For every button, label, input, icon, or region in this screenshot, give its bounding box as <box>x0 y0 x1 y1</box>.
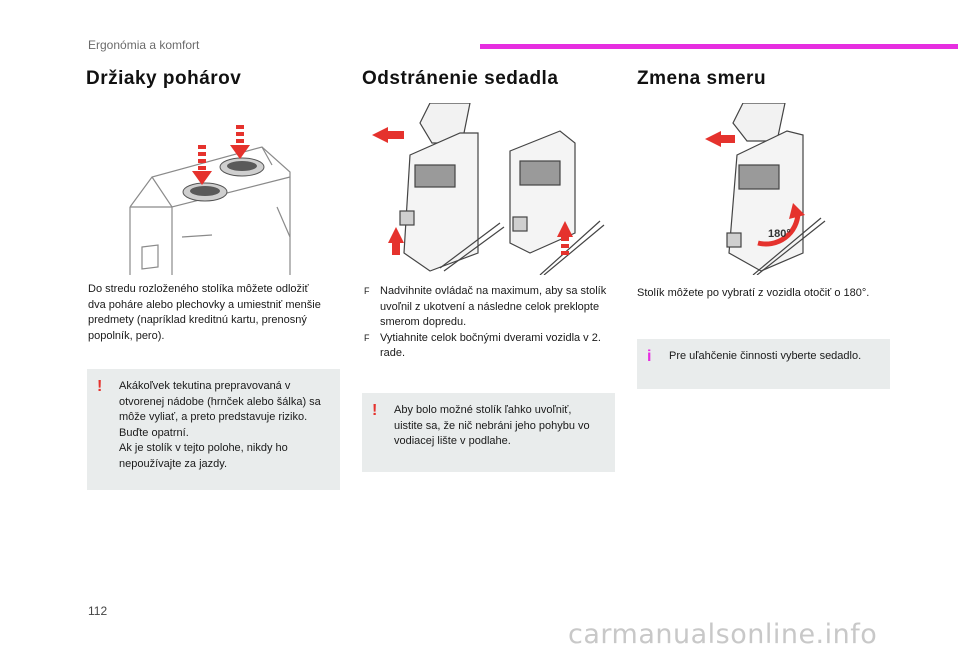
direction-change-text: Stolík môžete po vybratí z vozidla otoči… <box>637 287 870 299</box>
bullet-icon: F <box>364 332 370 343</box>
direction-change-illustration: 180° <box>705 103 826 275</box>
step-item: F Vytiahnite celok bočnými dverami vozidl… <box>362 331 612 362</box>
step-text: Nadvihnite ovládač na maximum, aby sa st… <box>380 285 607 328</box>
cup-holders-warning: ! Akákoľvek tekutina prepravovaná v otvo… <box>87 369 340 490</box>
column-cup-holders: Držiaky pohárov <box>86 68 341 90</box>
section-header-text: Ergonómia a komfort <box>88 38 200 52</box>
section-header-bar <box>480 44 958 49</box>
warning-line: Buďte opatrní. <box>119 426 189 439</box>
seat-removal-title: Odstránenie sedadla <box>362 68 559 89</box>
rotation-label: 180° <box>768 228 791 240</box>
watermark: carmanualsonline.info <box>568 619 878 650</box>
bullet-icon: F <box>364 286 370 296</box>
warning-icon: ! <box>97 378 103 395</box>
warning-text: Aby bolo možné stolík ľahko uvoľniť, uis… <box>394 404 590 447</box>
column-seat-removal: Odstránenie sedadla <box>362 68 617 90</box>
direction-change-title: Zmena smeru <box>637 68 767 89</box>
info-text: Pre uľahčenie činnosti vyberte sedadlo. <box>669 350 862 362</box>
page-number: 112 <box>88 604 108 618</box>
warning-icon: ! <box>372 402 378 419</box>
warning-line: Ak je stolík v tejto polohe, nikdy ho ne… <box>119 442 288 470</box>
seat-removal-warning: ! Aby bolo možné stolík ľahko uvoľniť, u… <box>362 393 615 472</box>
cup-holders-text: Do stredu rozloženého stolíka môžete odl… <box>88 283 321 342</box>
cup-holders-title: Držiaky pohárov <box>86 68 242 89</box>
seat-removal-illustration <box>372 103 605 275</box>
direction-change-info: i Pre uľahčenie činnosti vyberte sedadlo… <box>637 339 890 389</box>
column-direction-change: Zmena smeru <box>637 68 892 90</box>
info-icon: i <box>647 348 652 365</box>
warning-line: Akákoľvek tekutina prepravovaná v otvore… <box>119 380 321 423</box>
seat-removal-steps: F Nadvihnite ovládač na maximum, aby sa s… <box>362 284 612 362</box>
step-item: F Nadvihnite ovládač na maximum, aby sa s… <box>362 284 612 331</box>
cup-holders-illustration <box>129 125 291 275</box>
step-text: Vytiahnite celok bočnými dverami vozidla… <box>380 331 601 360</box>
